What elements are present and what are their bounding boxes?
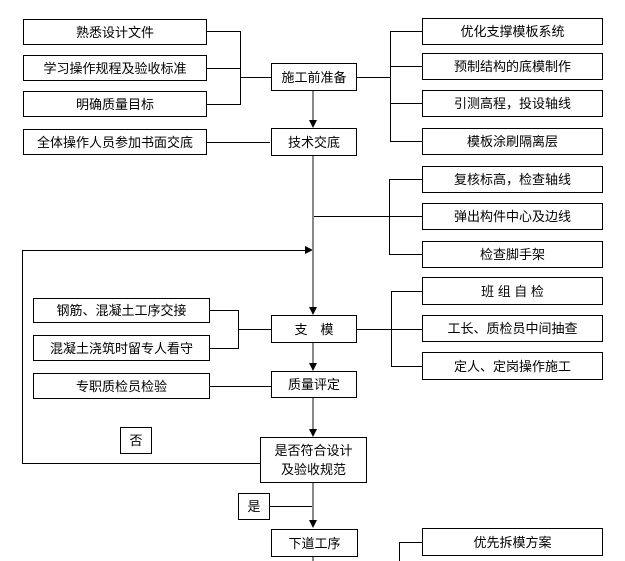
connector-line <box>210 386 271 387</box>
node-familiarize-design-docs: 熟悉设计文件 <box>23 19 207 45</box>
connector-line <box>238 329 271 330</box>
node-pouring-watchman: 混凝土浇筑时留专人看守 <box>33 335 210 361</box>
connector-line <box>240 31 241 105</box>
connector-line <box>390 31 391 142</box>
node-recheck-elevation: 复核标高，检查轴线 <box>422 166 603 193</box>
connector-line <box>357 329 422 330</box>
arrow-down-icon <box>309 120 317 128</box>
feedback-line <box>22 250 306 251</box>
node-clarify-quality-goals: 明确质量目标 <box>23 91 207 117</box>
connector-line <box>210 310 238 311</box>
flow-stem <box>312 343 314 363</box>
node-demolding-plan: 优先拆模方案 <box>422 528 603 556</box>
connector-line <box>390 141 422 142</box>
node-inspector-check: 专职质检员检验 <box>33 373 210 399</box>
arrow-down-icon <box>309 307 317 315</box>
node-next-process: 下道工序 <box>271 529 358 557</box>
connector-line <box>399 542 422 543</box>
node-apply-release-layer: 模板涂刷隔离层 <box>422 128 603 155</box>
flow-stem <box>312 156 314 307</box>
node-decision-conformance: 是否符合设计 及验收规范 <box>260 437 367 483</box>
node-rebar-concrete-handover: 钢筋、混凝土工序交接 <box>33 298 210 323</box>
connector-line <box>240 77 271 78</box>
connector-line <box>210 348 238 349</box>
connector-line <box>357 77 390 78</box>
node-fixed-post-operation: 定人、定岗操作施工 <box>422 352 603 380</box>
feedback-line <box>22 250 23 464</box>
node-team-self-inspection: 班 组 自 检 <box>422 277 603 305</box>
flow-stem <box>312 483 314 520</box>
connector-line <box>389 254 422 255</box>
node-technical-disclosure: 技术交底 <box>271 128 357 156</box>
flow-stem <box>312 91 314 120</box>
arrow-down-icon <box>309 429 317 437</box>
connector-line <box>207 68 240 69</box>
decision-line-2: 及验收规范 <box>280 462 346 477</box>
node-check-scaffolding: 检查脚手架 <box>422 241 603 268</box>
arrow-right-icon <box>305 246 313 254</box>
connector-line <box>390 66 422 67</box>
connector-line <box>314 216 422 217</box>
connector-line <box>391 291 392 367</box>
arrow-down-icon <box>309 520 317 528</box>
connector-line <box>389 179 390 255</box>
arrow-down-icon <box>309 363 317 371</box>
connector-line <box>389 179 422 180</box>
node-foreman-spot-check: 工长、质检员中间抽查 <box>422 315 603 342</box>
connector-line <box>399 542 400 561</box>
node-prefab-bottom-mold: 预制结构的底模制作 <box>422 53 603 80</box>
node-transfer-elevation-axes: 引测高程，投设轴线 <box>422 90 603 117</box>
flow-stem <box>312 398 314 429</box>
connector-line <box>390 31 422 32</box>
connector-line <box>207 31 240 32</box>
feedback-line <box>22 463 260 464</box>
connector-line <box>390 103 422 104</box>
node-quality-assessment: 质量评定 <box>271 371 357 398</box>
node-formwork-erection: 支 模 <box>271 315 357 343</box>
node-written-disclosure: 全体操作人员参加书面交底 <box>23 129 207 155</box>
connector-line <box>270 506 314 507</box>
node-pre-construction-prep: 施工前准备 <box>271 63 357 91</box>
node-yes-label: 是 <box>238 493 270 520</box>
node-optimize-formwork-system: 优化支撑模板系统 <box>422 18 603 45</box>
node-no-label: 否 <box>120 427 152 454</box>
flow-stem <box>312 557 314 561</box>
connector-line <box>207 142 270 143</box>
connector-line <box>207 104 240 105</box>
node-snap-center-edge-lines: 弹出构件中心及边线 <box>422 203 603 230</box>
decision-line-1: 是否符合设计 <box>274 442 353 458</box>
connector-line <box>391 366 422 367</box>
node-learn-procedures: 学习操作规程及验收标准 <box>23 55 207 81</box>
connector-line <box>391 291 422 292</box>
